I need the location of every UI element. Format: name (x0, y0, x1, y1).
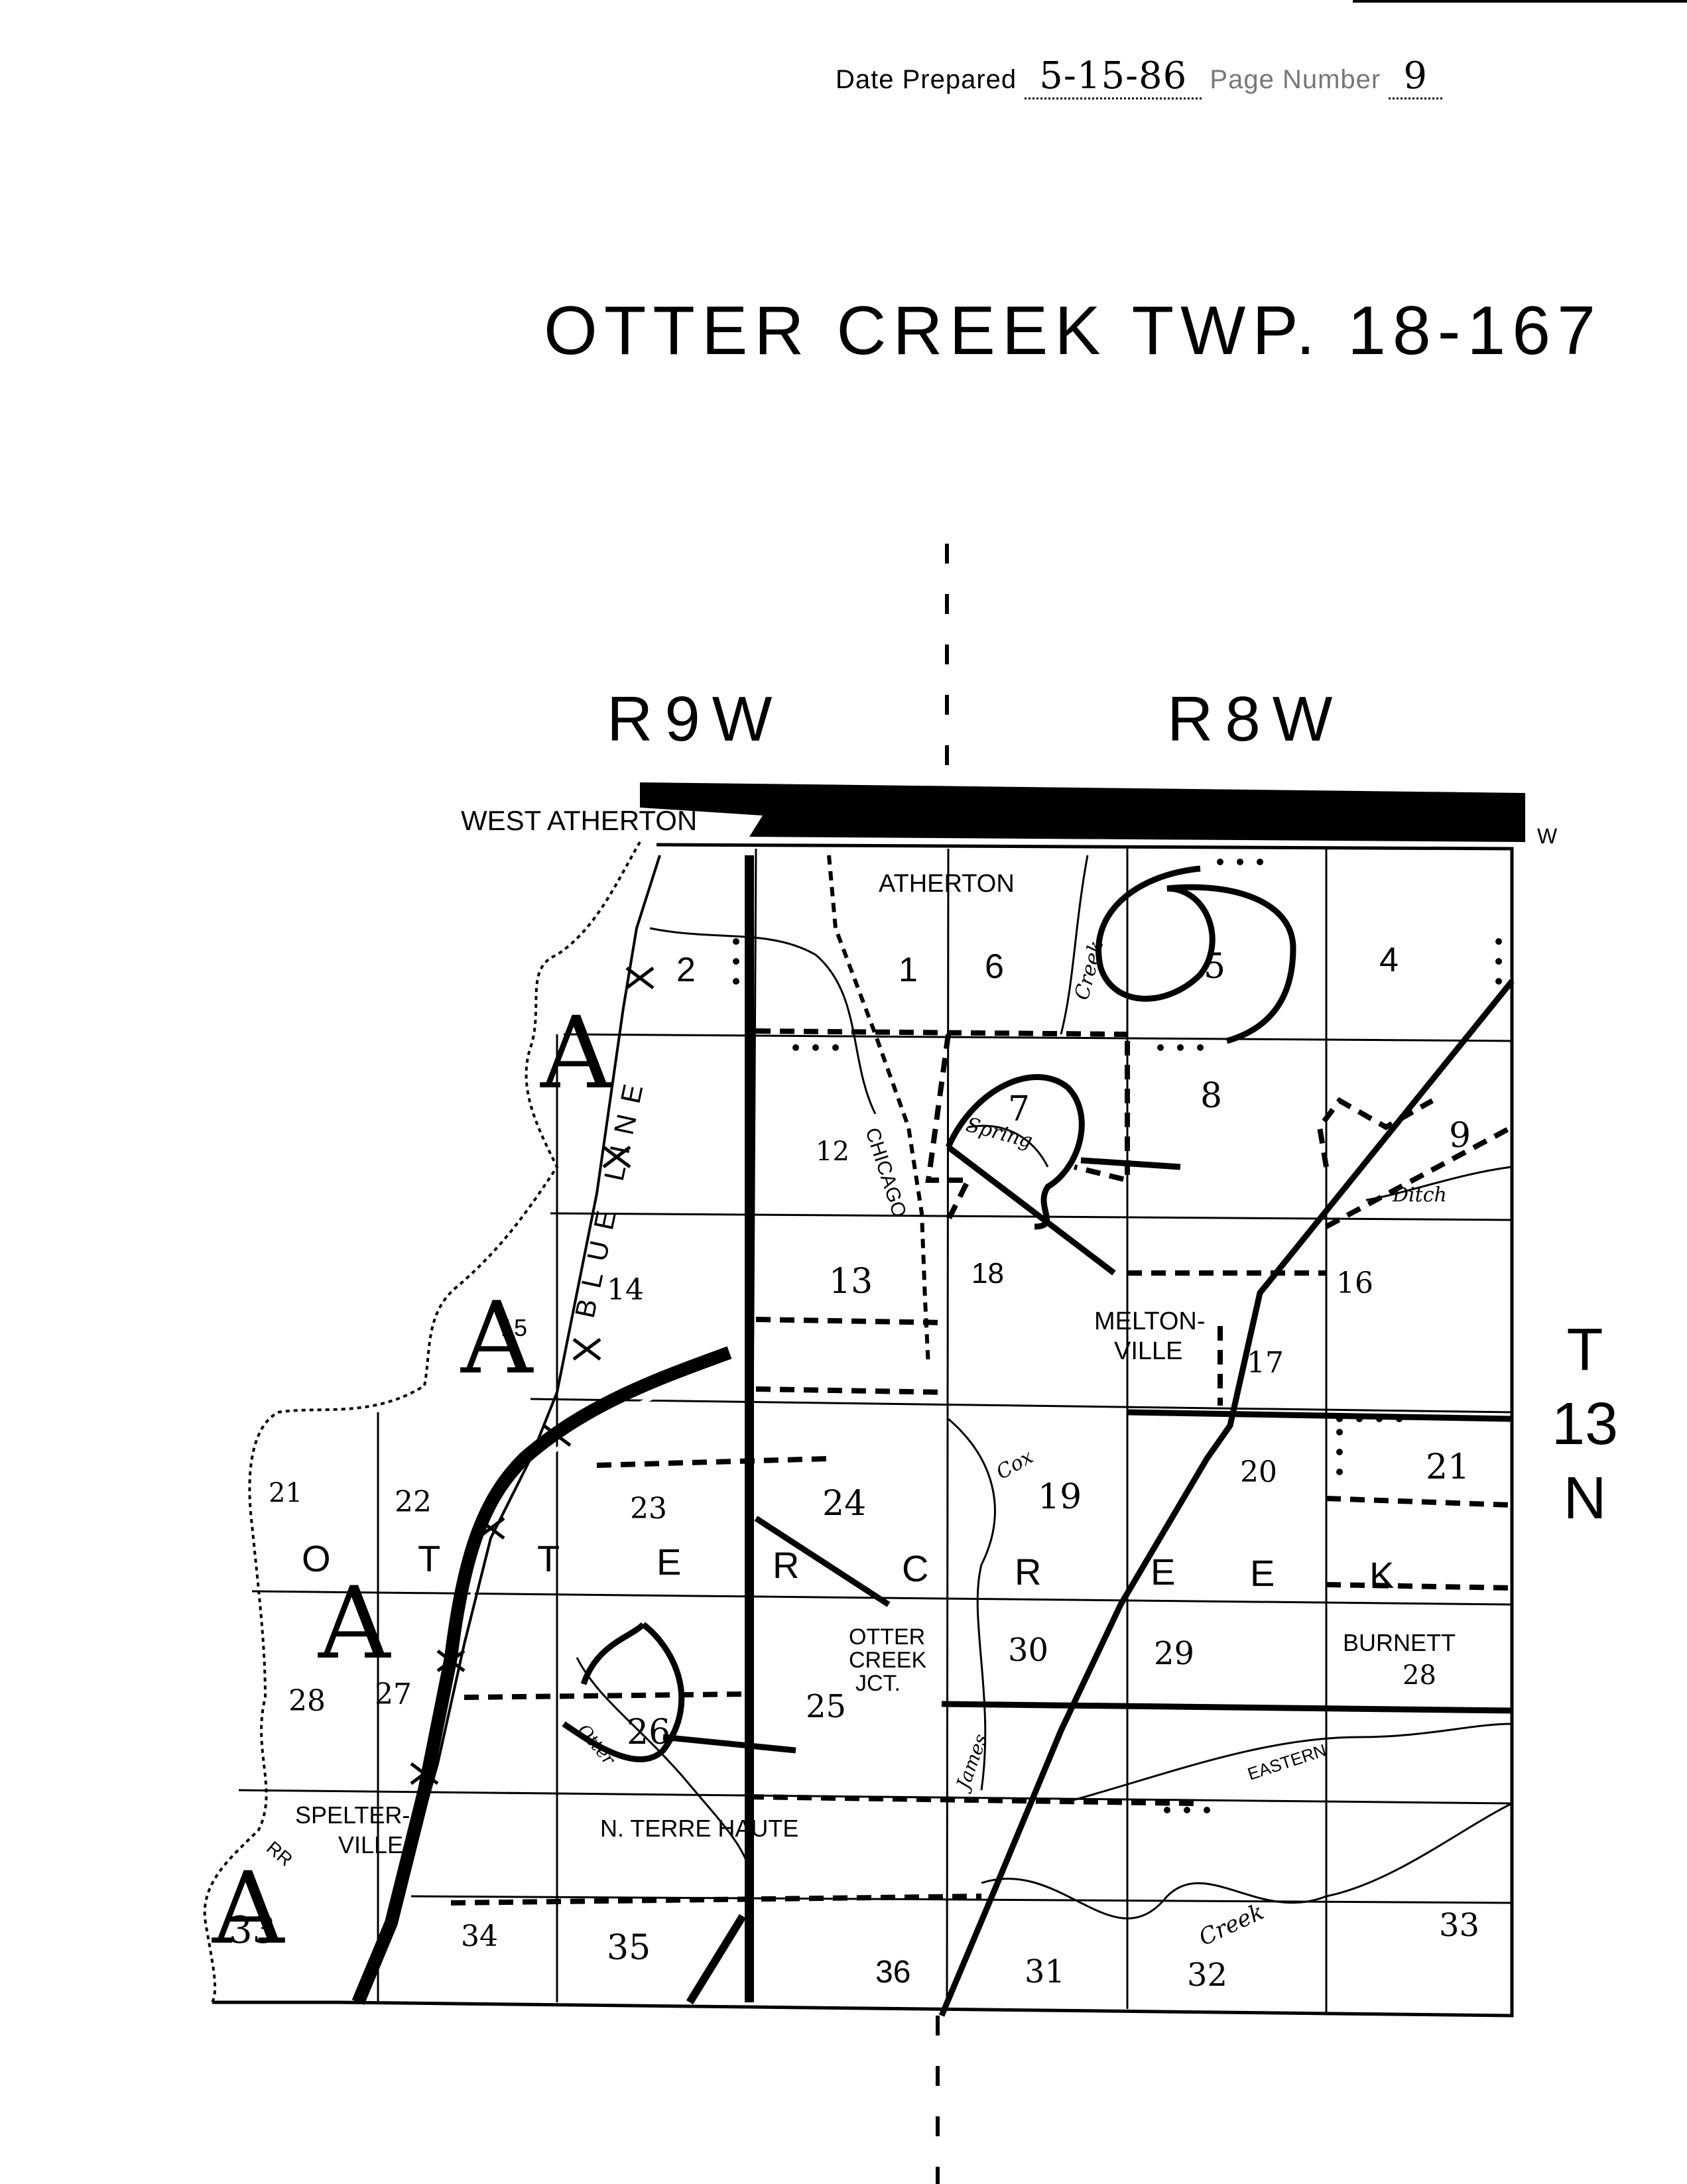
section-number: 2 (676, 951, 696, 989)
section-number: 14 (607, 1273, 644, 1307)
section-number: 34 (461, 1919, 498, 1953)
label-spelterville-2: VILLE (338, 1831, 403, 1858)
township-letters: O T T E R C R E E K (302, 1538, 1394, 1596)
site-mark-a: A (540, 996, 613, 1111)
section-number: 7 (1008, 1089, 1030, 1129)
section-number: 27 (375, 1677, 412, 1711)
township-letter: O (302, 1538, 331, 1579)
section-number: 21 (269, 1478, 302, 1508)
site-circles (562, 865, 1296, 1762)
section-number: 13 (829, 1262, 873, 1302)
label-james: James (951, 1731, 992, 1795)
label-right-edge-w: W (1537, 824, 1558, 848)
township-t: T (1566, 1317, 1603, 1383)
section-number: 23 (630, 1492, 667, 1526)
section-number: 28 (288, 1684, 326, 1718)
township-letter: E (1250, 1552, 1275, 1594)
label-otter: Otter (574, 1721, 619, 1770)
section-number: 4 (1379, 941, 1399, 979)
site-mark-a: A (212, 1851, 285, 1967)
range-east-label: R8W (1167, 684, 1345, 755)
blue-line-crossings (410, 967, 655, 1785)
township-letter: T (537, 1538, 560, 1579)
township-number: 13 (1551, 1391, 1619, 1457)
section-number: 33 (229, 1909, 276, 1952)
section-number: 12 (816, 1136, 849, 1167)
section-number: 1 (899, 951, 918, 989)
section-number: 19 (1038, 1477, 1082, 1517)
section-number: 18 (971, 1257, 1004, 1290)
page-label: Page Number (1210, 65, 1381, 94)
label-otter-creek-jct-3: JCT. (855, 1671, 901, 1696)
township-letter: T (418, 1538, 440, 1579)
section-number: 8 (1200, 1076, 1222, 1116)
date-value: 5-15-86 (1025, 54, 1202, 99)
label-atherton: ATHERTON (879, 870, 1015, 898)
section-number: 29 (1154, 1635, 1194, 1672)
map-title: OTTER CREEK TWP. 18-167 (544, 292, 1602, 369)
township-letter: R (1015, 1551, 1041, 1593)
section-number: 32 (1187, 1957, 1227, 1994)
range-west-label: R9W (607, 684, 784, 755)
section-numbers: 1 2 4 5 6 7 8 9 12 13 14 15 16 17 18 19 … (229, 941, 1479, 1994)
label-chicago: CHICAGO (861, 1125, 910, 1220)
township-direction: N (1563, 1465, 1607, 1532)
section-number: 20 (1240, 1455, 1277, 1489)
township-label: T 13 N (1545, 1313, 1625, 1536)
section-number: 28 (1403, 1660, 1436, 1691)
township-letter: E (656, 1541, 681, 1583)
header: Date Prepared 5-15-86 Page Number 9 (836, 54, 1442, 99)
township-letter: E (1151, 1551, 1175, 1593)
section-number: 21 (1426, 1447, 1469, 1487)
label-n-terre-haute: N. TERRE HAUTE (600, 1815, 798, 1842)
section-number: 15 (501, 1314, 527, 1341)
site-mark-a: A (318, 1566, 391, 1681)
section-number: 6 (985, 947, 1004, 986)
township-letter: R (773, 1544, 799, 1586)
label-burnett: BURNETT (1343, 1629, 1456, 1656)
section-number: 5 (1204, 947, 1225, 987)
boundary-dots (733, 859, 1502, 1813)
section-grid (238, 848, 1513, 2012)
site-marks: A A A A (212, 996, 613, 1967)
section-number: 16 (1336, 1266, 1373, 1300)
section-number: 17 (1247, 1346, 1284, 1380)
township-letter: C (902, 1547, 928, 1589)
page-value: 9 (1389, 54, 1442, 99)
label-creek-lower: Creek (1195, 1898, 1268, 1951)
section-number: 33 (1439, 1907, 1479, 1944)
north-boundary-bar (640, 782, 1525, 842)
section-number: 35 (607, 1928, 651, 1968)
section-number: 31 (1025, 1953, 1065, 1990)
label-otter-creek-jct-1: OTTER (849, 1624, 925, 1650)
section-number: 30 (1008, 1632, 1048, 1669)
label-otter-creek-jct-2: CREEK (849, 1648, 926, 1673)
label-cox: Cox (993, 1445, 1038, 1485)
label-west-atherton: WEST ATHERTON (461, 805, 697, 836)
top-edge-line (1353, 0, 1687, 3)
section-number: 24 (822, 1484, 866, 1524)
secondary-roads (450, 1028, 1513, 1906)
map-border (212, 843, 1514, 2018)
section-number: 26 (627, 1713, 670, 1752)
label-eastern: EASTERN (1245, 1740, 1329, 1784)
date-label: Date Prepared (836, 65, 1017, 94)
label-spelterville-1: SPELTER- (295, 1801, 410, 1829)
west-river-boundary (203, 841, 641, 2003)
label-ditch: Ditch (1392, 1183, 1447, 1207)
section-number: 36 (875, 1955, 910, 1990)
label-meltonville-2: VILLE (1114, 1337, 1183, 1365)
streams (576, 855, 1513, 1919)
label-meltonville-1: MELTON- (1094, 1307, 1206, 1335)
heavy-roads (351, 855, 1515, 2017)
township-letter: K (1369, 1554, 1394, 1596)
section-number: 25 (806, 1688, 846, 1725)
site-mark-a: A (460, 1281, 534, 1396)
section-number: 22 (395, 1485, 432, 1519)
section-number: 9 (1449, 1116, 1471, 1156)
